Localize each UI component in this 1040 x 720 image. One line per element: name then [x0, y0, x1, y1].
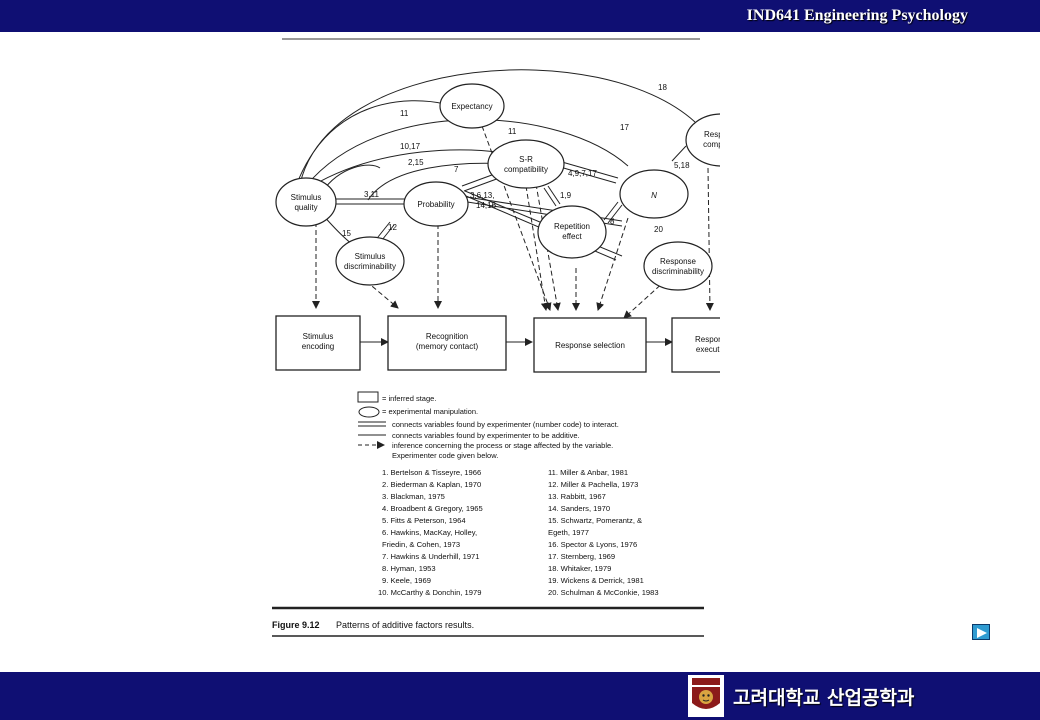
- figure-number: Figure 9.12: [272, 620, 320, 630]
- stimulus-quality-label-1: Stimulus: [291, 193, 322, 202]
- ref-left-2: 2. Biederman & Kaplan, 1970: [382, 480, 481, 489]
- link-5-18: [671, 145, 687, 162]
- footer-bar: 고려대학교 산업공학과: [0, 672, 1040, 720]
- edge-label-3-11: 3,11: [364, 190, 380, 199]
- ref-right-2: 12. Miller & Pachella, 1973: [548, 480, 638, 489]
- edge-label-10-17: 10,17: [400, 142, 421, 151]
- stimulus-quality-node: [275, 177, 337, 227]
- sr-compatibility-node: [487, 139, 565, 189]
- ref-left-1: 1. Bertelson & Tisseyre, 1966: [382, 468, 481, 477]
- ref-left-10: 9. Keele, 1969: [382, 576, 431, 585]
- ref-right-7: 16. Spector & Lyons, 1976: [548, 540, 637, 549]
- additive-factors-diagram: Expectancy S-R compatibility Response co…: [272, 38, 759, 637]
- sr-label-2: compatibility: [504, 165, 548, 174]
- legend-text-5: inference concerning the process or stag…: [392, 441, 613, 450]
- legend-text-1: = inferred stage.: [382, 394, 436, 403]
- legend-ellipse-symbol: [358, 406, 380, 418]
- selection-label: Response selection: [555, 341, 625, 350]
- ref-right-5: 15. Schwartz, Pomerantz, &: [548, 516, 642, 525]
- edge-label-12: 12: [388, 223, 397, 232]
- stimulus-quality-label-2: quality: [294, 203, 317, 212]
- edge-label-17a: 17: [620, 123, 629, 132]
- play-triangle-icon: [977, 628, 987, 638]
- stimulus-discriminability-node: [335, 236, 405, 286]
- legend-text-3: connects variables found by experimenter…: [392, 420, 619, 429]
- ref-left-5: 5. Fitts & Peterson, 1964: [382, 516, 466, 525]
- probability-label: Probability: [417, 200, 454, 209]
- repetition-label-2: effect: [562, 232, 582, 241]
- resp-disc-label-2: discriminability: [652, 267, 704, 276]
- execution-label-1: Response: [695, 335, 720, 344]
- repetition-effect-node: [537, 205, 607, 259]
- ref-right-6: Egeth, 1977: [548, 528, 589, 537]
- edge-label-11a: 11: [400, 109, 409, 118]
- stim-disc-label-1: Stimulus: [355, 252, 386, 261]
- ref-right-10: 19. Wickens & Derrick, 1981: [548, 576, 644, 585]
- edge-label-7: 7: [454, 165, 459, 174]
- edge-label-8: 8: [610, 217, 615, 226]
- ref-right-4: 14. Sanders, 1970: [548, 504, 610, 513]
- response-discriminability-node: [643, 241, 713, 291]
- encoding-label-1: Stimulus: [303, 332, 334, 341]
- legend-text-4: connects variables found by experimenter…: [392, 431, 580, 440]
- execution-label-2: execution: [696, 345, 720, 354]
- ref-right-9: 18. Whitaker, 1979: [548, 564, 611, 573]
- figure-caption: Patterns of additive factors results.: [336, 620, 474, 630]
- ref-left-8: 7. Hawkins & Underhill, 1971: [382, 552, 480, 561]
- legend-box-symbol: [357, 391, 379, 403]
- probability-node: [403, 181, 469, 227]
- edge-label-4-9-7-17: 4,9,7,17: [568, 169, 597, 178]
- edge-label-11b: 11: [508, 127, 517, 136]
- encoding-label-2: encoding: [302, 342, 334, 351]
- edge-label-1-9: 1,9: [560, 191, 572, 200]
- resp-disc-label-1: Response: [660, 257, 697, 266]
- ref-left-9: 8. Hyman, 1953: [382, 564, 436, 573]
- department-name: 고려대학교 산업공학과: [733, 687, 915, 709]
- legend: = inferred stage. = experimental manipul…: [357, 391, 619, 460]
- ref-right-11: 20. Schulman & McConkie, 1983: [548, 588, 659, 597]
- n-node: [619, 169, 689, 219]
- ref-left-4: 4. Broadbent & Gregory, 1965: [382, 504, 483, 513]
- edge-label-5-18: 5,18: [674, 161, 690, 170]
- stimulus-encoding-stage: [275, 315, 361, 371]
- repetition-label-1: Repetition: [554, 222, 590, 231]
- header-bar: IND641 Engineering Psychology: [0, 0, 1040, 32]
- edge-label-3-6-13: 3,6,13,: [470, 191, 494, 200]
- edge-label-15: 15: [342, 229, 351, 238]
- response-complexity-label-2: complexity: [703, 140, 720, 149]
- references: 1. Bertelson & Tisseyre, 1966 2. Biederm…: [378, 468, 659, 597]
- recognition-stage: [387, 315, 507, 371]
- ref-right-1: 11. Miller & Anbar, 1981: [548, 468, 628, 477]
- edge-label-18: 18: [658, 83, 667, 92]
- edge-label-20: 20: [654, 225, 663, 234]
- ref-left-7: Friedin, & Cohen, 1973: [382, 540, 460, 549]
- additive-factors-figure: Expectancy S-R compatibility Response co…: [260, 36, 759, 642]
- korea-university-logo-icon: [688, 675, 724, 717]
- recognition-label-1: Recognition: [426, 332, 468, 341]
- ref-left-6: 6. Hawkins, MacKay, Holley,: [382, 528, 477, 537]
- legend-text-6: Experimenter code given below.: [392, 451, 498, 460]
- expectancy-node: [439, 83, 505, 129]
- edge-label-14-16: 14,16: [476, 201, 497, 210]
- ref-right-3: 13. Rabbitt, 1967: [548, 492, 606, 501]
- ref-left-11: 10. McCarthy & Donchin, 1979: [378, 588, 481, 597]
- sr-label-1: S-R: [519, 155, 533, 164]
- expectancy-label: Expectancy: [451, 102, 492, 111]
- legend-text-2: = experimental manipulation.: [382, 407, 478, 416]
- arc-11-expectancy: [295, 100, 446, 187]
- edge-label-2-15: 2,15: [408, 158, 424, 167]
- ref-left-3: 3. Blackman, 1975: [382, 492, 445, 501]
- stim-disc-label-2: discriminability: [344, 262, 396, 271]
- course-title: IND641 Engineering Psychology: [746, 7, 968, 24]
- recognition-label-2: (memory contact): [416, 342, 479, 351]
- n-label: N: [651, 191, 657, 200]
- response-selection-stage: [533, 317, 647, 373]
- next-slide-button[interactable]: [972, 624, 990, 640]
- response-complexity-label-1: Response: [704, 130, 720, 139]
- ref-right-8: 17. Sternberg, 1969: [548, 552, 615, 561]
